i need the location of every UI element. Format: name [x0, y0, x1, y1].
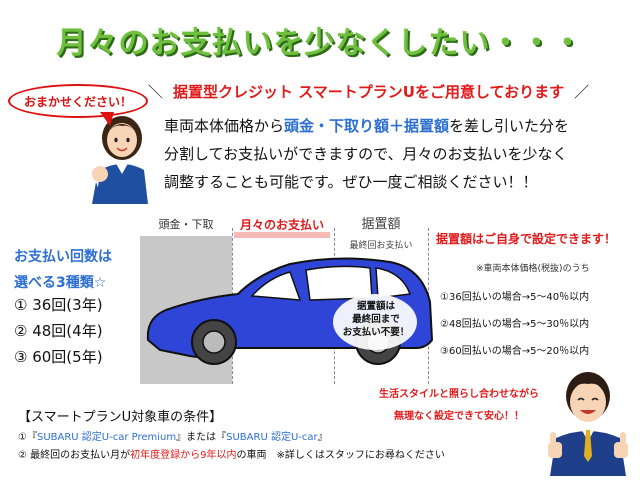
- balloon-note: 据置額は 最終回まで お支払い不要！: [336, 300, 416, 339]
- speech-bubble-tail: [100, 112, 114, 126]
- balloon-note-line: 据置額は: [356, 301, 395, 312]
- condition-highlight: 初年度登録から9年以内: [130, 450, 237, 461]
- banner-tail: をご用意しております: [414, 82, 565, 101]
- description-line-1: 車両本体価格から頭金・下取り額＋据置額を差し引いた分を: [164, 112, 634, 140]
- list-item: ②48回払いの場合→5～30％以内: [440, 319, 590, 330]
- monthly-underline: [234, 232, 330, 238]
- list-item: ③ 60回(5年): [14, 348, 103, 366]
- description-text: 車両本体価格から: [164, 117, 285, 135]
- monthly-payment-label: 月々のお支払い: [239, 218, 324, 232]
- down-payment-label: 頭金・下取: [158, 218, 214, 231]
- plan-description: 車両本体価格から頭金・下取り額＋据置額を差し引いた分を 分割してお支払いができま…: [164, 112, 634, 196]
- banner-slash-right: ／: [574, 82, 590, 101]
- condition-text: 』または『: [176, 432, 227, 443]
- lifestyle-line: 生活スタイルと照らし合わせながら: [379, 389, 539, 400]
- page-title: 月々のお支払いを少なくしたい・・・: [56, 26, 584, 61]
- balloon-note-line: お支払い不要！: [342, 327, 410, 338]
- condition-item-1: ①『SUBARU 認定U-car Premium』または『SUBARU 認定U-…: [18, 428, 328, 443]
- balloon-note-line: 最終回まで: [352, 314, 400, 325]
- balloon-setting-list: ①36回払いの場合→5～40％以内 ②48回払いの場合→5～30％以内 ③60回…: [440, 284, 589, 365]
- staff-woman-icon: [92, 116, 148, 204]
- balloon-setting-title: 据置額はご自身で設定できます！: [436, 232, 617, 246]
- list-item: ① 36回(3年): [14, 296, 103, 314]
- conditions-title: 【スマートプランU対象車の条件】: [18, 410, 223, 425]
- condition-item-2: ② 最終回のお支払い月が初年度登録から9年以内の車両 ※詳しくはスタッフにお尋ね…: [18, 446, 445, 461]
- list-item: ③60回払いの場合→5～20％以内: [440, 346, 590, 357]
- condition-text: ①『: [18, 432, 37, 443]
- balloon-setting-note: ※車両本体価格(税抜)のうち: [476, 264, 590, 274]
- lifestyle-note: 生活スタイルと照らし合わせながら 無理なく設定できて安心！！: [366, 384, 552, 428]
- condition-text: の車両 ※詳しくはスタッフにお尋ねください: [236, 450, 445, 461]
- description-highlight: 頭金・下取り額＋据置額: [284, 117, 450, 135]
- condition-highlight: SUBARU 認定U-car Premium: [36, 432, 177, 443]
- banner-slash-left: ＼: [148, 82, 164, 101]
- balloon-label: 据置額: [361, 217, 401, 232]
- banner-plan-name: 据置型クレジット スマートプランU: [173, 82, 415, 101]
- lifestyle-line: 無理なく設定できて安心！！: [394, 411, 524, 422]
- plan-banner: ＼ 据置型クレジット スマートプランUをご用意しております ／: [148, 80, 638, 102]
- list-item: ② 48回(4年): [14, 322, 103, 340]
- balloon-sub-label: 最終回お支払い: [349, 241, 413, 251]
- list-item: ①36回払いの場合→5～40％以内: [440, 292, 590, 303]
- description-line-2: 分割してお支払いができますので、月々のお支払いを少なく: [164, 145, 568, 163]
- speech-bubble: おまかせください！: [8, 84, 148, 118]
- payment-count-title-line: 選べる3種類☆: [14, 275, 107, 291]
- condition-text: 』: [317, 432, 328, 443]
- car-illustration: [146, 257, 434, 365]
- description-line-3: 調整することも可能です。ぜひ一度ご相談ください！！: [164, 173, 538, 191]
- payment-count-title: お支払い回数は 選べる3種類☆: [14, 244, 112, 296]
- staff-man-icon: [548, 372, 628, 476]
- payment-count-title-line: お支払い回数は: [14, 249, 112, 265]
- description-text: を差し引いた分を: [449, 117, 570, 135]
- condition-highlight: SUBARU 認定U-car: [226, 432, 318, 443]
- condition-text: ② 最終回のお支払い月が: [18, 450, 131, 461]
- payment-count-list: ① 36回(3年) ② 48回(4年) ③ 60回(5年): [14, 292, 103, 370]
